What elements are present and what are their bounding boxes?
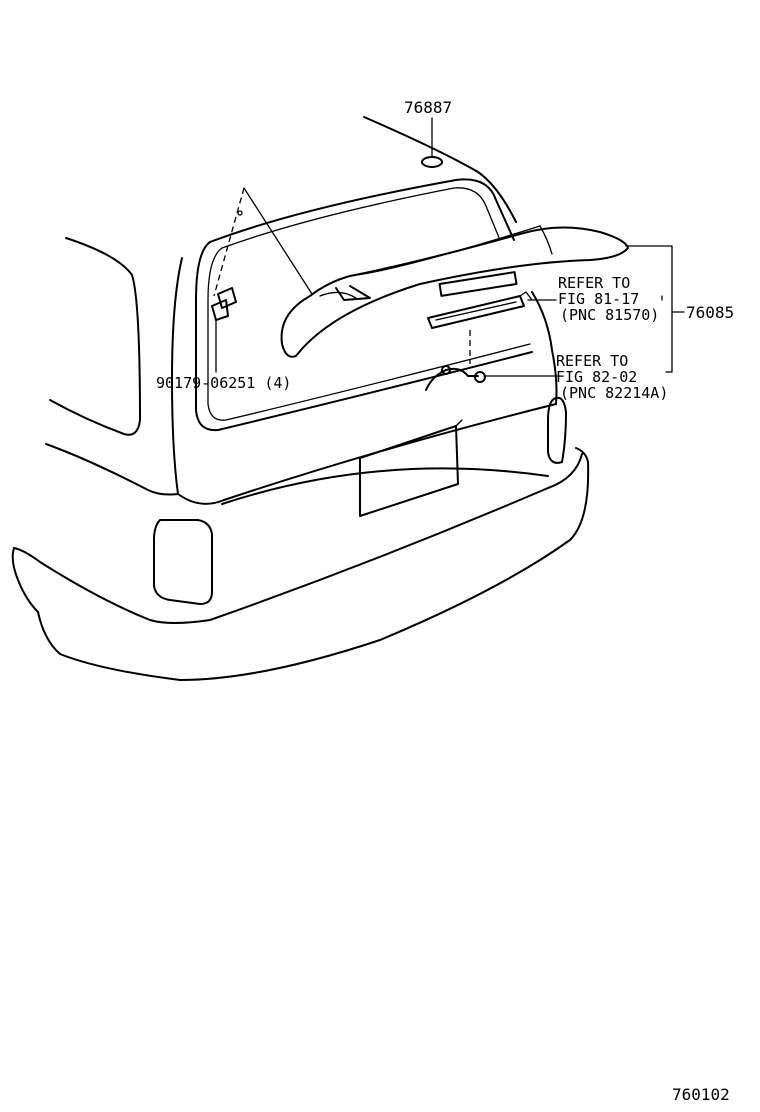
part-number-76887: 76887 xyxy=(404,98,452,117)
cap-76887 xyxy=(421,156,443,168)
high-mount-stop-lamp xyxy=(427,271,533,329)
wire-harness xyxy=(425,330,486,391)
ref1-line3: (PNC 81570) xyxy=(560,306,659,324)
ref2-line2: FIG 82-02 xyxy=(556,368,637,386)
figure-code: 760102 xyxy=(672,1085,730,1104)
ref1-line1: REFER TO xyxy=(558,274,630,292)
rear-spoiler xyxy=(280,225,629,358)
leader-lines xyxy=(213,117,685,377)
ref1-line2: FIG 81-17 xyxy=(558,290,639,308)
clip-parts xyxy=(211,210,243,321)
vehicle-body-outline xyxy=(11,116,590,681)
ref2-line3: (PNC 82214A) xyxy=(560,384,668,402)
part-number-76085: 76085 xyxy=(686,303,734,322)
part-number-90179: 90179-06251 (4) xyxy=(156,374,291,392)
ref2-line1: REFER TO xyxy=(556,352,628,370)
